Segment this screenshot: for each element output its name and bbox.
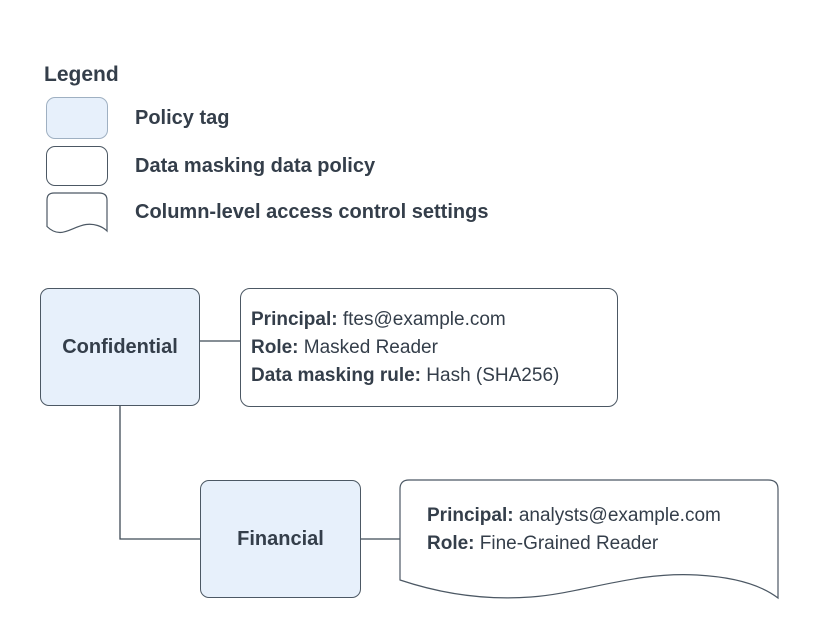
policy-tag-swatch — [46, 97, 108, 139]
legend-item-policy-tag: Policy tag — [135, 106, 230, 129]
field-value: Hash (SHA256) — [426, 364, 560, 386]
policy-field: Data masking rule: Hash (SHA256) — [251, 362, 617, 390]
policy-field: Principal: ftes@example.com — [251, 306, 617, 334]
policy-field: Principal: analysts@example.com — [427, 502, 777, 530]
data-masking-policy-swatch — [46, 146, 108, 186]
data-masking-policy-box: Principal: ftes@example.com Role: Masked… — [240, 288, 618, 407]
column-access-document-shape — [399, 479, 779, 600]
policy-tag-label: Financial — [237, 527, 324, 550]
field-value: Fine-Grained Reader — [479, 533, 659, 554]
legend-item-data-masking-policy: Data masking data policy — [135, 154, 376, 177]
policy-tag-label: Confidential — [62, 335, 178, 358]
field-label: Role: — [427, 533, 475, 554]
column-access-settings-box: Principal: analysts@example.com Role: Fi… — [427, 480, 777, 580]
legend-item-column-access: Column-level access control settings — [135, 200, 489, 223]
field-value: analysts@example.com — [518, 505, 721, 526]
document-shape-swatch — [46, 192, 108, 234]
policy-tag-confidential: Confidential — [40, 288, 200, 406]
field-label: Data masking rule: — [251, 364, 421, 386]
policy-field: Role: Fine-Grained Reader — [427, 530, 777, 558]
field-value: Masked Reader — [303, 336, 438, 358]
connector-confidential-to-financial — [119, 406, 200, 540]
field-label: Principal: — [427, 505, 514, 526]
field-value: ftes@example.com — [342, 308, 506, 330]
field-label: Role: — [251, 336, 299, 358]
legend-title: Legend — [44, 63, 119, 86]
policy-field: Role: Masked Reader — [251, 334, 617, 362]
policy-tag-financial: Financial — [200, 480, 361, 598]
field-label: Principal: — [251, 308, 338, 330]
